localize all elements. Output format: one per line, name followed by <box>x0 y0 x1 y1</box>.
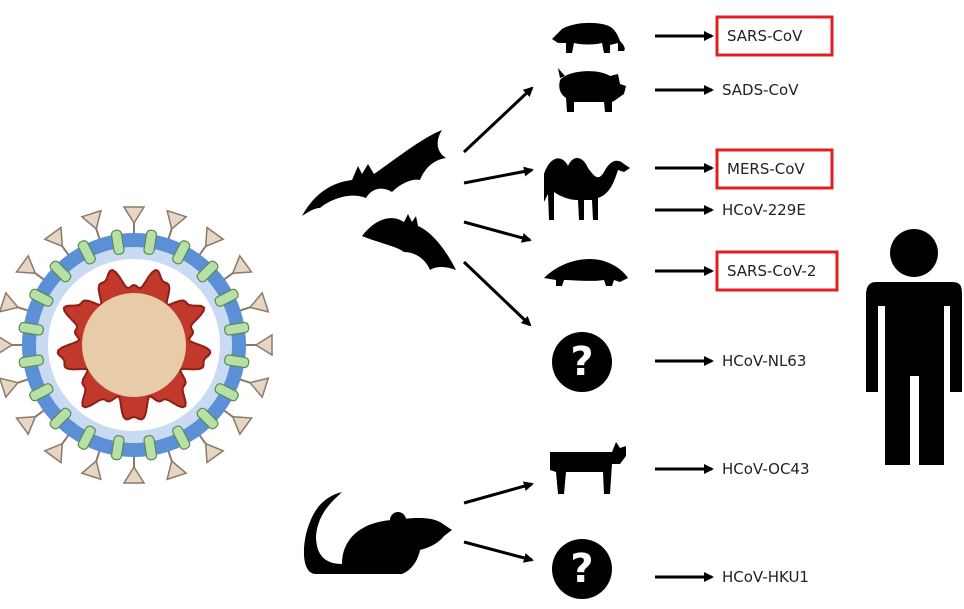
svg-text:?: ? <box>570 546 593 592</box>
svg-text:?: ? <box>570 339 593 385</box>
spike-protein <box>43 433 71 464</box>
highlight-box-sars-cov <box>715 15 834 57</box>
pig-icon <box>558 68 626 112</box>
spike-protein <box>222 254 253 282</box>
arrow-bat-to-camel <box>463 166 534 185</box>
human-icon <box>866 229 962 465</box>
spike-protein <box>43 226 71 257</box>
reservoir-arrows <box>462 86 534 563</box>
membrane-protein <box>49 407 72 430</box>
cattle-icon <box>550 442 626 494</box>
membrane-protein <box>214 383 239 402</box>
virus-label-hcov-229e: HCoV-229E <box>722 201 806 219</box>
virus-arrows <box>655 31 714 582</box>
membrane-protein <box>143 229 158 255</box>
spike-protein <box>80 449 102 481</box>
membrane-protein <box>49 260 72 283</box>
virus-label-mers-cov: MERS-CoV <box>727 160 805 178</box>
membrane-protein <box>77 425 96 450</box>
spike-protein <box>166 209 188 241</box>
spike-protein <box>197 226 225 257</box>
bat-small-icon <box>362 214 456 270</box>
highlight-box-sars-cov-2 <box>715 250 839 292</box>
arrow-bat-to-pangolin <box>463 220 532 243</box>
arrow-bat-to-pig <box>462 86 534 154</box>
virus-label-sars-cov: SARS-CoV <box>727 27 803 45</box>
membrane-protein <box>172 240 191 265</box>
arrow-bat-to-unknown <box>462 260 532 327</box>
highlight-box-mers-cov <box>715 148 834 190</box>
rodent-icon <box>303 492 452 574</box>
arrow-rodent-to-unknown <box>463 540 534 563</box>
spike-protein <box>0 333 24 357</box>
spike-protein <box>15 408 46 436</box>
membrane-protein <box>196 407 219 430</box>
spike-protein <box>238 291 270 313</box>
arrow-rodent-to-cattle <box>463 481 534 505</box>
bat-large-icon <box>302 130 446 216</box>
virus-labels: SARS-CoV SADS-CoV MERS-CoV HCoV-229E SAR… <box>715 15 839 586</box>
membrane-protein <box>18 321 44 336</box>
membrane-protein <box>224 354 250 369</box>
virus-label-hcov-oc43: HCoV-OC43 <box>722 460 810 478</box>
membrane-protein <box>172 425 191 450</box>
membrane-protein <box>110 229 125 255</box>
membrane-protein <box>29 288 54 307</box>
spike-protein <box>15 254 46 282</box>
membrane-protein <box>143 435 158 461</box>
spike-protein <box>197 433 225 464</box>
question-mark-icon: ? <box>552 539 612 599</box>
spike-protein <box>0 377 30 399</box>
membrane-proteins <box>18 229 250 461</box>
membrane-protein <box>77 240 96 265</box>
spike-protein <box>80 209 102 241</box>
virus-label-sads-cov: SADS-CoV <box>722 81 799 99</box>
membrane-protein <box>196 260 219 283</box>
camel-icon <box>544 158 630 220</box>
spike-protein <box>0 291 30 313</box>
membrane-protein <box>18 354 44 369</box>
spike-protein <box>122 455 146 484</box>
spike-protein <box>222 408 253 436</box>
civet-icon <box>552 22 625 53</box>
spike-protein <box>244 333 273 357</box>
membrane-protein <box>29 383 54 402</box>
spike-protein <box>238 377 270 399</box>
virus-label-hcov-nl63: HCoV-NL63 <box>722 352 806 370</box>
membrane-protein <box>224 321 250 336</box>
membrane-protein <box>110 435 125 461</box>
coronavirus-particle-icon <box>0 206 273 484</box>
spike-protein <box>122 206 146 235</box>
spike-proteins <box>0 206 273 484</box>
membrane-protein <box>214 288 239 307</box>
question-mark-icon: ? <box>552 332 612 392</box>
pangolin-icon <box>544 258 628 286</box>
virus-label-hcov-hku1: HCoV-HKU1 <box>722 568 809 586</box>
virus-label-sars-cov-2: SARS-CoV-2 <box>727 262 816 280</box>
spike-protein <box>166 449 188 481</box>
